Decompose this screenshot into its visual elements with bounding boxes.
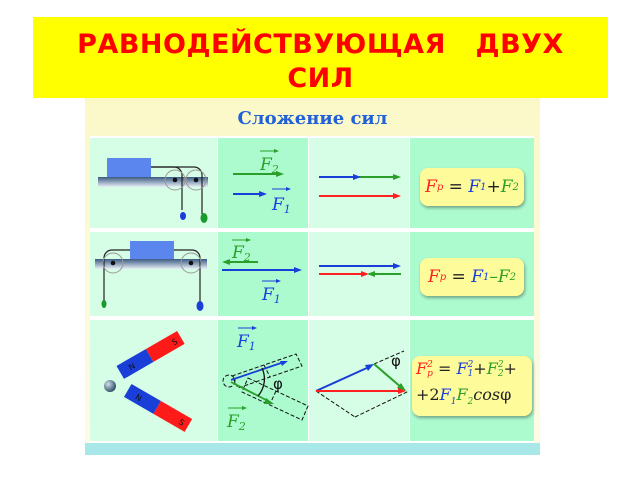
row1-vectors-cell: F2 F1 <box>218 138 308 228</box>
row3-vectors-cell: φ F1 F2 <box>218 320 309 441</box>
block-icon <box>107 158 151 177</box>
row2-vectors-cell: F2 F1 <box>218 232 308 316</box>
magnets-diagram: N S N S <box>104 330 193 432</box>
resultant-same-direction <box>319 174 401 199</box>
svg-text:F2: F2 <box>259 155 279 176</box>
svg-text:S: S <box>170 337 179 347</box>
row1-sum-cell <box>309 138 409 228</box>
pulley-same-direction-diagram <box>98 158 208 223</box>
weight-blue <box>180 212 186 220</box>
vectors-same-direction: F2 F1 <box>233 149 291 216</box>
pulley-opposite-direction-diagram <box>95 241 207 311</box>
pulley-icon <box>164 169 186 191</box>
row3-magnets-cell: N S N S <box>90 320 217 441</box>
panel-heading: Сложение сил <box>237 108 388 129</box>
panel-bottom-border <box>85 443 540 455</box>
row1-apparatus-cell <box>90 138 217 228</box>
slide-title-line-2: СИЛ <box>287 63 354 94</box>
weight-blue <box>196 301 204 311</box>
table-surface <box>98 177 208 187</box>
svg-text:F2: F2 <box>231 243 251 264</box>
svg-text:F1: F1 <box>271 195 291 216</box>
vectors-angle-diagram: φ F1 F2 <box>222 326 309 433</box>
parallelogram-diagram: φ <box>315 350 410 418</box>
row3-parallelogram-cell: φ <box>309 320 410 441</box>
svg-text:φ: φ <box>273 375 283 393</box>
formula-line-2: +2F1F2cosφ <box>416 385 512 408</box>
steel-ball <box>104 380 116 392</box>
svg-text:N: N <box>127 361 137 372</box>
slide-title-banner: РАВНОДЕЙСТВУЮЩАЯ ДВУХ СИЛ <box>33 17 608 98</box>
vectors-opposite-direction: F2 F1 <box>222 238 302 306</box>
svg-text:N: N <box>134 392 144 403</box>
magnet-lower: N S <box>123 383 193 432</box>
weight-green <box>200 213 208 223</box>
block-icon <box>130 241 174 259</box>
table-surface <box>95 259 207 269</box>
magnet-upper: N S <box>116 330 185 379</box>
slide-title-line-1: РАВНОДЕЙСТВУЮЩАЯ ДВУХ <box>77 29 564 60</box>
pulley-icon <box>185 169 207 191</box>
svg-text:F1: F1 <box>261 285 281 306</box>
weight-green <box>101 300 107 308</box>
resultant-opposite-direction <box>319 263 401 277</box>
svg-text:F2: F2 <box>226 412 246 433</box>
row2-difference-cell <box>309 232 409 316</box>
svg-text:F1: F1 <box>236 332 256 353</box>
pulley-icon <box>102 252 124 274</box>
pulley-icon <box>180 252 202 274</box>
row2-apparatus-cell <box>90 232 217 316</box>
svg-text:φ: φ <box>391 352 401 370</box>
svg-text:S: S <box>177 417 186 427</box>
